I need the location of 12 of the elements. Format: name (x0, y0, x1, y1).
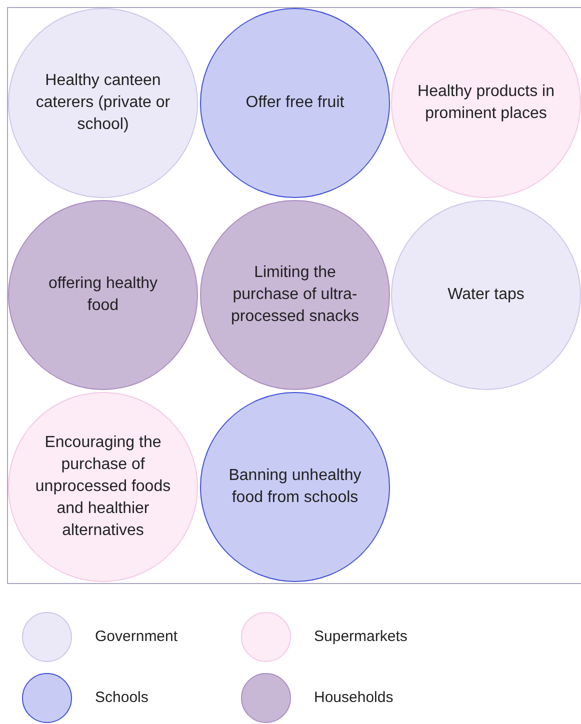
circle-label: Banning unhealthy food from schools (228, 466, 362, 508)
legend-label: Households (314, 689, 394, 707)
legend-label: Government (95, 628, 178, 646)
legend-label: Supermarkets (314, 628, 408, 646)
circle-label: Offer free fruit (246, 93, 344, 113)
circle-label: Limiting the purchase of ultra-processed snacks (230, 263, 360, 327)
circle-label: Healthy products in prominent places (416, 82, 556, 124)
circle-label: offering healthy food (47, 274, 159, 316)
legend-label: Schools (95, 689, 148, 707)
circle-label: Water taps (448, 285, 524, 305)
circle-label: Encouraging the purchase of unprocessed foods and healthier alternatives (34, 433, 172, 541)
circle-label: Healthy canteen caterers (private or school) (34, 71, 172, 135)
